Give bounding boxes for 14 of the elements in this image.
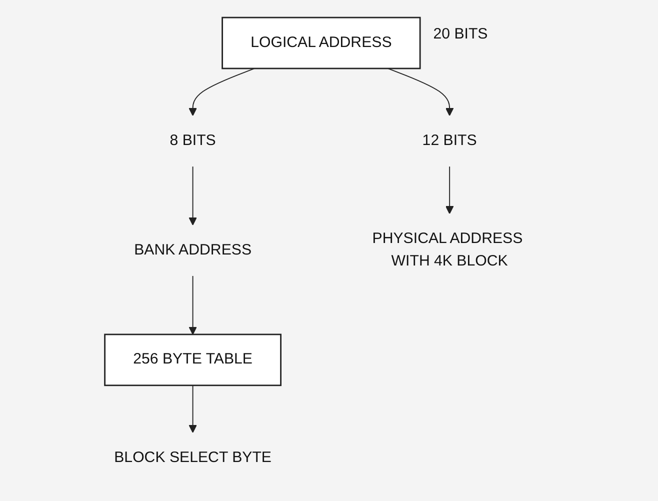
node-text: BLOCK SELECT BYTE [114, 450, 272, 466]
arrow [188, 276, 197, 335]
node-text: BANK ADDRESS [134, 242, 252, 258]
arrow [387, 68, 454, 116]
node-box: 256 BYTE TABLE [104, 334, 282, 386]
arrow [445, 166, 454, 214]
arrow [188, 68, 255, 116]
bit-width-label: 20 BITS [433, 25, 488, 42]
arrow [188, 166, 197, 226]
node-text: 12 BITS [422, 132, 477, 149]
node-text: 8 BITS [170, 132, 216, 149]
node-box: LOGICAL ADDRESS [222, 16, 421, 70]
node-text: PHYSICAL ADDRESS WITH 4K BLOCK [372, 230, 523, 270]
arrow [188, 384, 197, 433]
